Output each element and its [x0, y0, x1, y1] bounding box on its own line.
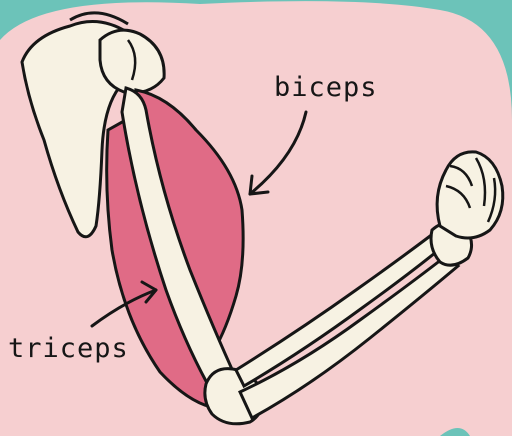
triceps-label: triceps	[8, 333, 129, 364]
biceps-label: biceps	[274, 72, 378, 103]
